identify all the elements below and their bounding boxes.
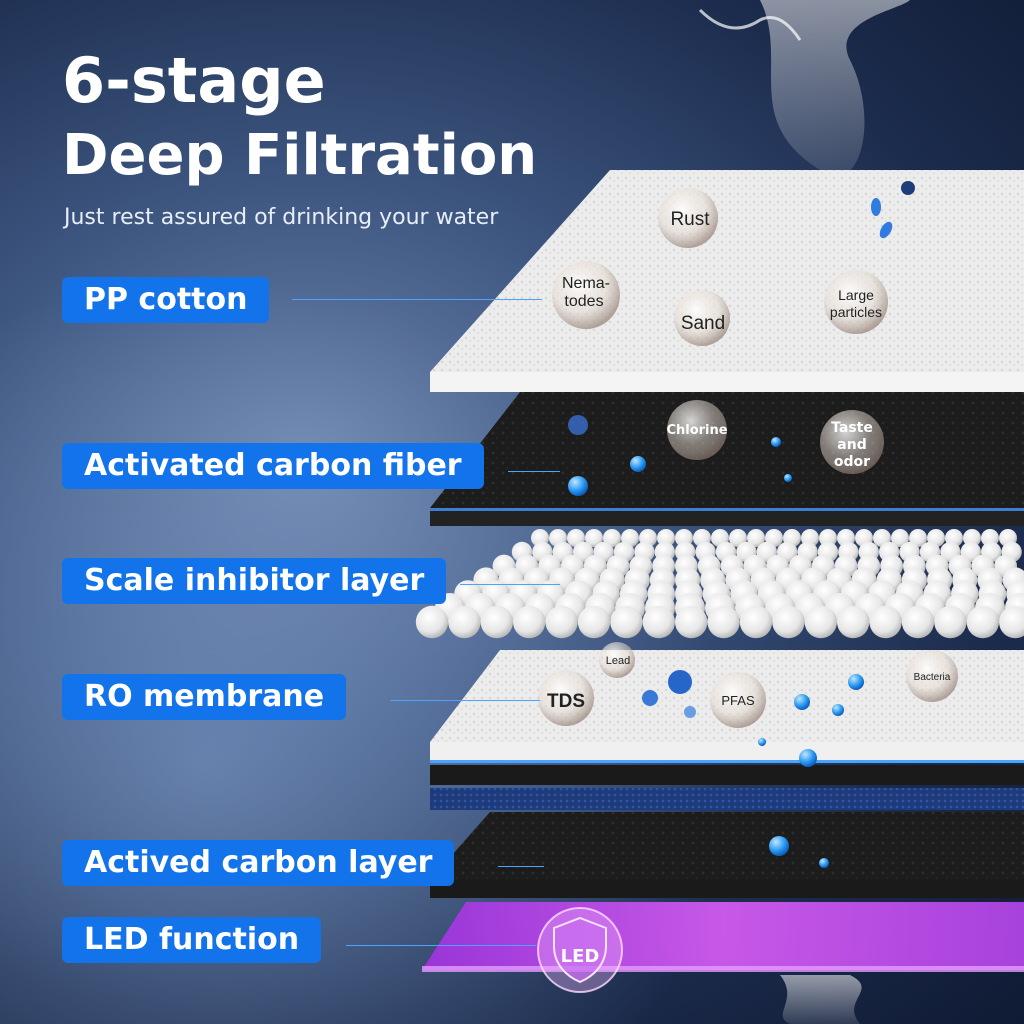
scale-ball — [513, 605, 546, 639]
scale-ball — [603, 529, 621, 547]
stage-label-ro-membrane: RO membrane — [62, 674, 347, 720]
virus-icon — [684, 706, 696, 718]
large-particles-bubble — [824, 270, 888, 334]
scale-ball — [966, 605, 999, 639]
virus-icon — [668, 670, 692, 694]
led-badge-text: LED — [561, 946, 600, 967]
stage-label-pp-cotton: PP cotton — [62, 277, 270, 323]
scale-ball — [707, 605, 740, 639]
led-layer — [422, 902, 1024, 972]
chlorine-text: Chlorine — [666, 423, 727, 438]
water-drop-icon — [794, 694, 810, 710]
water-splash-top — [698, 0, 910, 177]
bacteria-bubble — [906, 650, 958, 702]
scale-ball — [909, 529, 927, 547]
scale-ball — [837, 605, 870, 639]
tds-text: TDS — [547, 691, 585, 712]
water-drop-icon — [568, 476, 588, 496]
scale-ball — [577, 605, 611, 639]
sand-text: Sand — [681, 313, 725, 334]
scale-ball — [869, 605, 902, 639]
nematodes-text-2: todes — [564, 293, 603, 310]
contaminant-bubbles: Rust Nema- todes Sand Large particles Ch… — [537, 181, 958, 993]
scale-ball — [729, 529, 747, 547]
leader-line-carbon-fiber — [508, 471, 560, 472]
microbe-icon — [568, 415, 588, 435]
leader-line-pp-cotton — [292, 299, 542, 300]
water-drop-icon — [799, 749, 817, 767]
water-drop-icon — [630, 456, 646, 472]
lead-bubble — [599, 642, 635, 678]
scale-inhibitor-balls — [415, 529, 1024, 639]
scale-ball — [901, 605, 935, 639]
rust-text: Rust — [670, 209, 710, 230]
bacteria-icon — [871, 198, 881, 216]
headline-line-1: 6-stage — [62, 44, 326, 117]
large-particles-text-2: particles — [830, 304, 882, 320]
scale-ball — [610, 605, 643, 639]
stage-label-led: LED function — [62, 917, 322, 963]
pp-cotton-layer — [430, 170, 1024, 392]
bacteria-text: Bacteria — [914, 672, 951, 683]
headline-line-2: Deep Filtration — [62, 123, 538, 188]
scale-ball — [804, 605, 837, 639]
scale-ball — [675, 605, 708, 639]
scale-ball — [739, 605, 773, 639]
scale-ball — [772, 605, 805, 639]
scale-ball — [480, 605, 513, 639]
leader-line-scale-inhibitor — [460, 584, 560, 585]
water-drop-icon — [771, 437, 781, 447]
scale-ball — [545, 605, 578, 639]
nematodes-bubble — [552, 261, 620, 329]
bacteria-icon — [879, 221, 893, 239]
carbon-fiber-layer — [430, 392, 1024, 526]
taste-odor-text-1: Taste — [831, 420, 873, 436]
carbon-block-layer — [430, 812, 1024, 898]
pfas-bubble — [710, 672, 766, 728]
lead-text: Lead — [606, 655, 630, 667]
scale-ball — [934, 605, 967, 639]
rust-bubble — [658, 188, 718, 248]
taste-odor-bubble — [820, 410, 884, 474]
leader-line-ro-membrane — [390, 700, 540, 701]
water-drop-icon — [848, 674, 864, 690]
bacteria-icon — [901, 181, 915, 195]
tds-bubble — [538, 670, 594, 726]
nematodes-text-1: Nema- — [562, 275, 610, 292]
water-drop-icon — [769, 836, 789, 856]
leader-line-led — [346, 945, 536, 946]
subtitle: Just rest assured of drinking your water — [64, 205, 499, 230]
shield-icon — [553, 916, 607, 984]
taste-odor-text-2: and — [837, 437, 866, 453]
scale-ball — [642, 605, 675, 639]
scale-ball — [415, 605, 449, 639]
water-drop-icon — [784, 474, 792, 482]
water-drop-icon — [832, 704, 844, 716]
large-particles-text-1: Large — [838, 287, 874, 303]
scale-ball — [819, 529, 837, 547]
water-drop-icon — [819, 858, 829, 868]
scale-ball — [448, 605, 481, 639]
sand-bubble — [674, 290, 730, 346]
stage-label-scale-inhibitor: Scale inhibitor layer — [62, 558, 447, 604]
stage-label-carbon-fiber: Activated carbon fiber — [62, 443, 484, 489]
leader-line-carbon-layer — [498, 866, 544, 867]
taste-odor-text-3: odor — [834, 454, 870, 470]
scale-ball — [891, 529, 909, 547]
chlorine-bubble — [667, 400, 727, 460]
pfas-text: PFAS — [721, 693, 755, 708]
scale-ball — [747, 529, 765, 547]
scale-ball — [999, 605, 1024, 639]
stage-label-carbon-layer: Actived carbon layer — [62, 840, 455, 886]
virus-icon — [642, 690, 658, 706]
scale-ball — [585, 529, 603, 547]
water-drop-icon — [758, 738, 766, 746]
water-splash-bottom — [780, 975, 862, 1024]
